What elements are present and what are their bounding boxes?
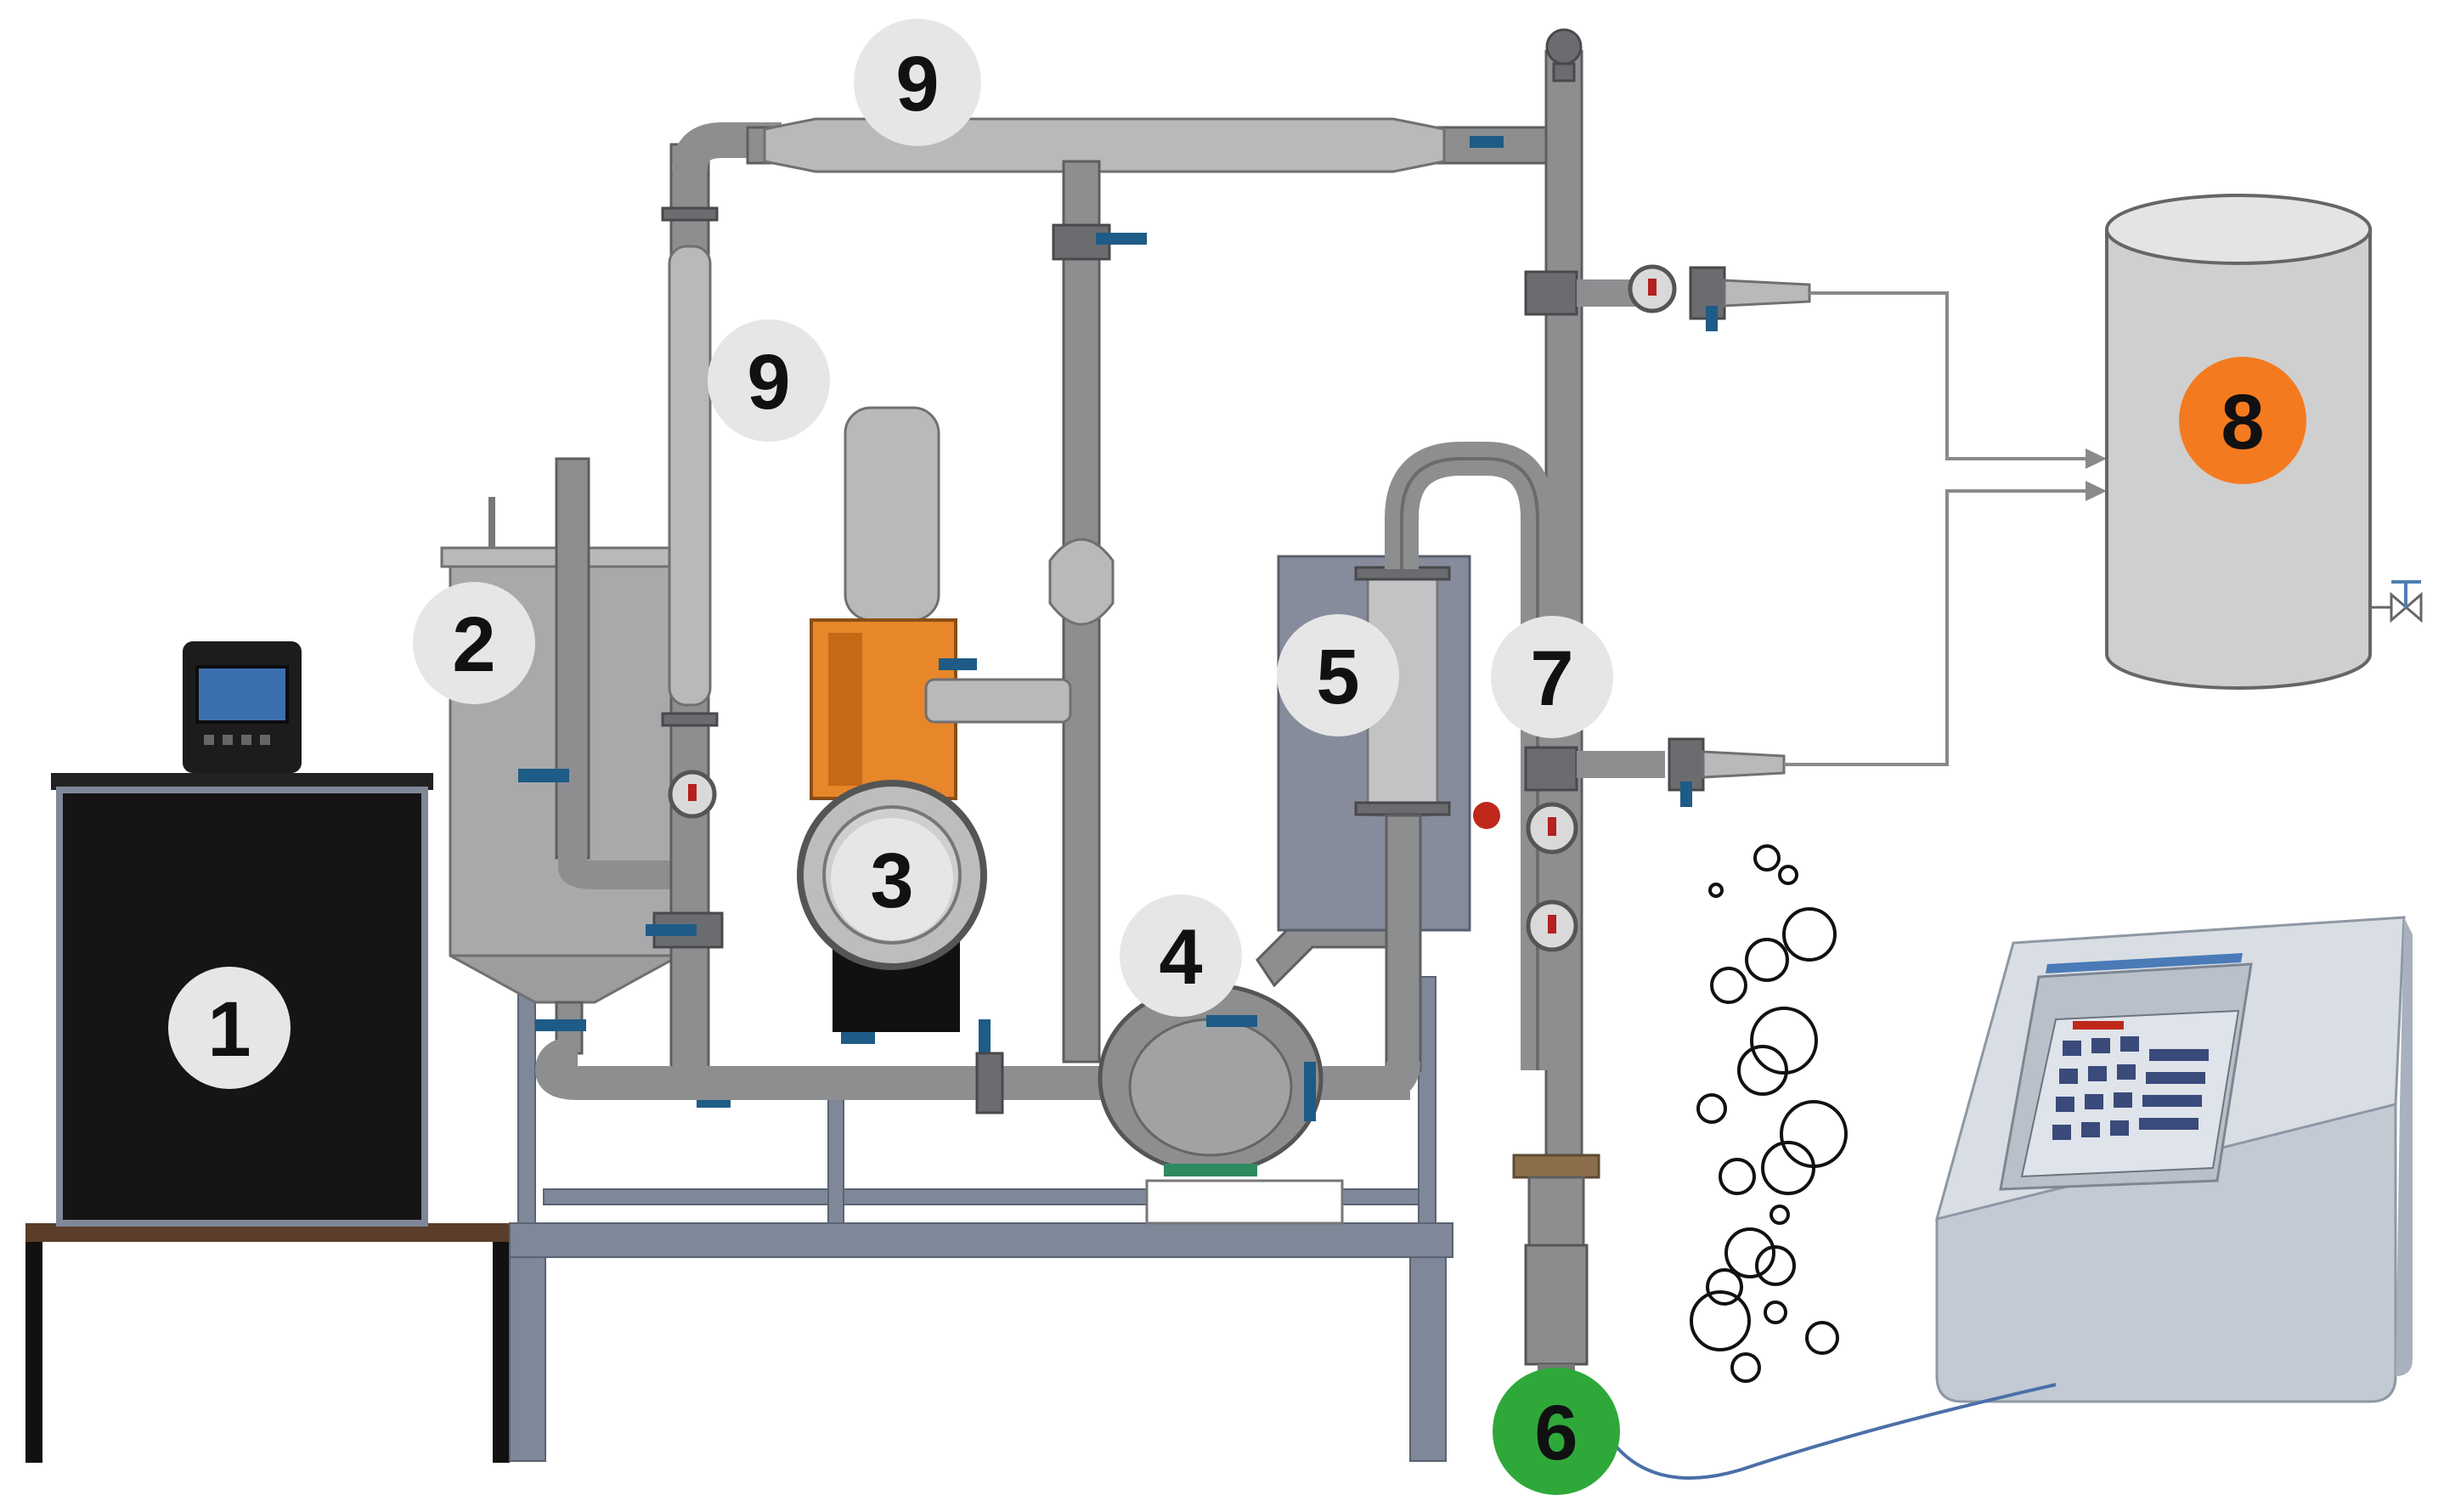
label-7: 7	[1491, 616, 1613, 738]
left-vertical-pipe	[646, 122, 782, 1108]
label-badge	[854, 19, 981, 146]
label-text: 9	[747, 339, 790, 426]
label-badge	[1491, 616, 1613, 738]
middle-vertical-pipe	[1048, 160, 1147, 1063]
gauge-icon	[668, 770, 717, 819]
sample-lines	[1784, 291, 2107, 766]
valve-icon	[2370, 580, 2423, 623]
label-badge	[831, 818, 953, 940]
thermostatic-bath	[51, 641, 433, 1227]
label-9-side: 9	[708, 319, 830, 442]
label-5: 5	[1277, 614, 1399, 736]
membrane-module	[1277, 555, 1500, 1100]
circulation-pump	[1098, 858, 1395, 1176]
label-text: 4	[1159, 914, 1202, 1001]
probe-cable	[1612, 1383, 2057, 1480]
label-2: 2	[413, 582, 535, 704]
arrow-icon	[2086, 481, 2107, 501]
label-badge	[1493, 1368, 1620, 1495]
label-4: 4	[1120, 894, 1242, 1017]
label-3: 3	[831, 818, 953, 940]
label-badge	[1277, 614, 1399, 736]
label-text: 5	[1316, 634, 1359, 720]
label-text: 6	[1534, 1390, 1578, 1476]
main-rig-frame	[509, 976, 1453, 1462]
feed-pump	[797, 406, 1072, 1032]
ultrasonic-column	[1512, 266, 1811, 1398]
gauge-icon	[1628, 264, 1677, 313]
label-9-top: 9	[854, 19, 981, 146]
label-8: 8	[2179, 357, 2306, 484]
side-table	[25, 1223, 510, 1463]
ultrasonic-generator	[1934, 916, 2413, 1403]
label-text: 8	[2221, 379, 2264, 465]
feed-tank	[440, 457, 690, 1055]
gauge-icon	[1526, 802, 1578, 855]
label-text: 2	[452, 601, 495, 688]
label-badge	[413, 582, 535, 704]
label-badge	[168, 967, 291, 1089]
label-text: 7	[1530, 635, 1573, 722]
label-badge	[708, 319, 830, 442]
label-badge	[2179, 357, 2306, 484]
gooseneck-pipe	[1385, 442, 1555, 1070]
label-text: 1	[207, 986, 251, 1073]
label-text: 9	[895, 41, 939, 127]
label-text: 3	[870, 838, 913, 924]
arrow-icon	[2086, 449, 2107, 469]
gauge-icon	[1526, 900, 1578, 952]
bubbles-icon	[1690, 844, 1848, 1383]
bottom-manifold-pipe	[534, 1019, 1410, 1114]
label-1: 1	[168, 967, 291, 1089]
label-badge	[1120, 894, 1242, 1017]
label-6: 6	[1493, 1368, 1620, 1495]
